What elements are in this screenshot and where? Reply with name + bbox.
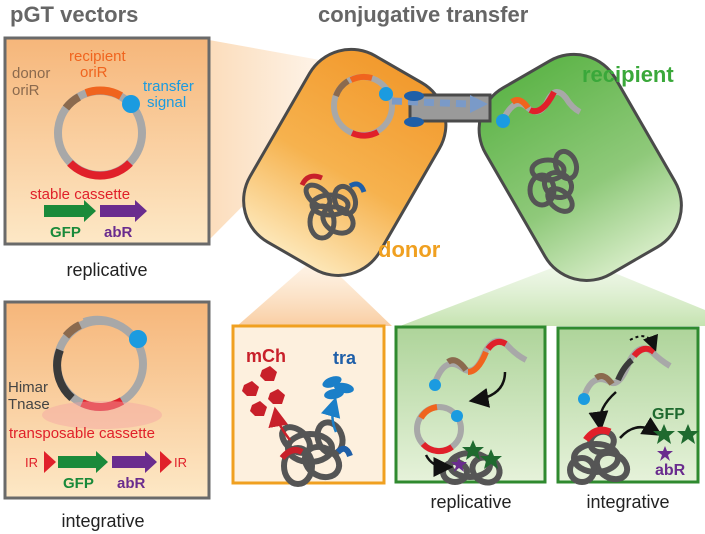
- recipient-cell: [477, 52, 683, 282]
- mch-label: mCh: [246, 346, 286, 366]
- donor-orir-segment: [62, 93, 82, 111]
- mating-bridge: [391, 91, 492, 127]
- replicative-caption: replicative: [66, 260, 147, 280]
- zoom-cone-recipient: [400, 258, 705, 326]
- recipient-orir-label-2: oriR: [80, 64, 108, 81]
- integrative-gfp-label: GFP: [63, 475, 94, 492]
- donor-orir-label-2: oriR: [12, 82, 40, 99]
- zoom-cone-donor: [237, 255, 392, 326]
- himar-label-2: Tnase: [8, 396, 50, 413]
- abr-arrow: [100, 200, 147, 222]
- replicative-zoom-caption: replicative: [430, 492, 511, 512]
- stable-cassette-segment: [67, 160, 133, 180]
- transfer-signal-label-1: transfer: [143, 78, 194, 95]
- transposable-cassette-segment: [80, 397, 125, 411]
- integrative-gfp-arrow: [58, 451, 108, 473]
- ir-right-label: IR: [174, 455, 187, 470]
- donor-label: donor: [378, 237, 441, 262]
- recipient-orir-segment-2: [82, 315, 120, 329]
- integrative-caption: integrative: [61, 511, 144, 531]
- integrative-abr-star: [657, 446, 673, 461]
- integrative-vector-box: Himar Tnase transposable cassette IR IR …: [3, 300, 211, 500]
- himar-label-1: Himar: [8, 379, 48, 396]
- recipient-label: recipient: [582, 62, 674, 87]
- himar-tnase-segment: [53, 348, 75, 402]
- integrative-zoom-abr-label: abR: [655, 462, 686, 479]
- tra-expression-arrow: [320, 396, 341, 433]
- abr-star: [451, 457, 467, 472]
- recipient-orir-segment: [84, 86, 123, 100]
- transposable-cassette-label: transposable cassette: [9, 425, 155, 442]
- ir-left-label: IR: [25, 455, 38, 470]
- replicative-vector-box: recipient oriR donor oriR transfer signa…: [3, 36, 211, 246]
- integrative-transfer-dot: [129, 330, 147, 348]
- mch-expression-arrow: [268, 406, 291, 441]
- transfer-signal-label-2: signal: [147, 94, 186, 111]
- integrative-gfp-star-1: [653, 424, 675, 444]
- gfp-star-1: [462, 440, 484, 460]
- donor-cell: [242, 47, 448, 277]
- replicative-zoom-box: [394, 325, 547, 486]
- pgt-heading: pGT vectors: [10, 2, 138, 27]
- donor-zoom-box: mCh tra: [231, 324, 386, 487]
- abr-label: abR: [104, 224, 133, 241]
- mcherry-proteins: [242, 366, 285, 416]
- integrative-abr-arrow: [112, 451, 157, 473]
- stable-cassette-label: stable cassette: [30, 186, 130, 203]
- tra-label: tra: [333, 348, 357, 368]
- integrative-zoom-box: GFP abR: [556, 326, 700, 485]
- cassette-glow: [42, 401, 162, 429]
- transfer-signal-dot: [122, 95, 140, 113]
- integrative-abr-label: abR: [117, 475, 146, 492]
- conjugative-heading: conjugative transfer: [318, 2, 529, 27]
- integrative-zoom-chromosome: [567, 428, 631, 485]
- ir-left-triangle: [44, 451, 56, 473]
- gfp-star-2: [480, 449, 502, 469]
- donor-chromosome: [303, 182, 359, 241]
- integrative-zoom-gfp-label: GFP: [652, 406, 685, 423]
- donor-orir-segment-2: [62, 321, 82, 339]
- integrative-gfp-star-2: [677, 424, 699, 444]
- recipient-chromosome: [527, 148, 580, 214]
- gfp-label: GFP: [50, 224, 81, 241]
- ir-right-triangle: [160, 451, 172, 473]
- tra-proteins: [322, 376, 354, 400]
- donor-orir-label-1: donor: [12, 65, 50, 82]
- integrative-zoom-caption: integrative: [586, 492, 669, 512]
- gfp-arrow: [44, 200, 96, 222]
- recipient-orir-label-1: recipient: [69, 48, 127, 65]
